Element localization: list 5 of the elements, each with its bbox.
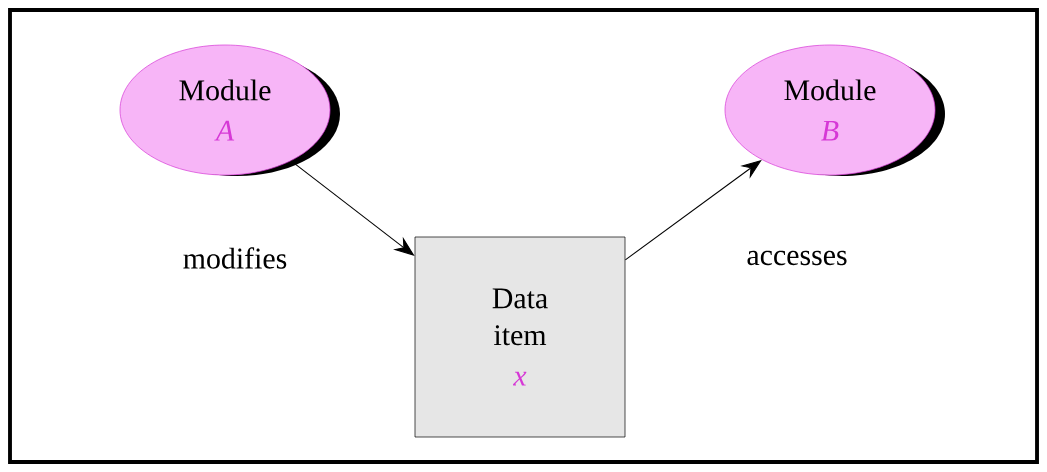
data-box: Data item x (414, 236, 626, 438)
ellipse-node: Module B (724, 44, 945, 176)
edge-label: modifies (179, 243, 291, 273)
ellipse-node: Module A (119, 44, 340, 176)
edge-label: accesses (742, 247, 852, 269)
